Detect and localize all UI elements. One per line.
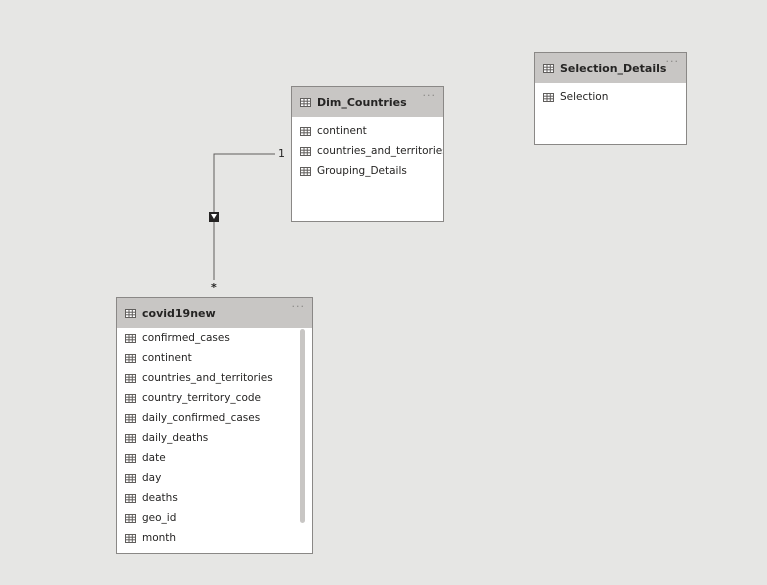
- table-header[interactable]: Selection_Details ···: [535, 53, 686, 83]
- column-icon: [125, 534, 136, 543]
- field-label: country_territory_code: [142, 392, 261, 404]
- ellipsis-icon[interactable]: ···: [291, 300, 305, 313]
- table-selection-details[interactable]: Selection_Details ··· Selection: [534, 52, 687, 145]
- column-icon: [125, 354, 136, 363]
- table-icon: [543, 64, 554, 73]
- column-icon: [125, 414, 136, 423]
- field-item[interactable]: continent: [292, 121, 443, 141]
- field-label: continent: [317, 125, 367, 137]
- ellipsis-icon[interactable]: ···: [665, 55, 679, 68]
- table-icon: [300, 98, 311, 107]
- field-item[interactable]: Selection: [535, 87, 686, 107]
- field-item[interactable]: Grouping_Details: [292, 161, 443, 181]
- field-label: deaths: [142, 492, 178, 504]
- field-label: countries_and_territories: [317, 145, 444, 157]
- table-title: Dim_Countries: [317, 95, 407, 109]
- field-list: Selection: [535, 83, 686, 107]
- field-item[interactable]: day: [117, 468, 312, 488]
- field-list: continent countries_and_territories Grou…: [292, 117, 443, 181]
- column-icon: [125, 454, 136, 463]
- table-title: covid19new: [142, 306, 216, 320]
- table-header[interactable]: Dim_Countries ···: [292, 87, 443, 117]
- ellipsis-icon[interactable]: ···: [422, 89, 436, 102]
- column-icon: [125, 434, 136, 443]
- one-side-label: 1: [278, 147, 285, 160]
- table-covid19new[interactable]: covid19new ··· confirmed_cases continent…: [116, 297, 313, 554]
- column-icon: [543, 93, 554, 102]
- field-label: month: [142, 532, 177, 544]
- field-label: confirmed_cases: [142, 332, 230, 344]
- column-icon: [125, 334, 136, 343]
- field-item[interactable]: deaths: [117, 488, 312, 508]
- table-title: Selection_Details: [560, 61, 667, 75]
- many-side-label: *: [211, 281, 217, 294]
- column-icon: [300, 127, 311, 136]
- table-dim-countries[interactable]: Dim_Countries ··· continent countries_an…: [291, 86, 444, 222]
- column-icon: [125, 474, 136, 483]
- field-item[interactable]: daily_confirmed_cases: [117, 408, 312, 428]
- field-item[interactable]: country_territory_code: [117, 388, 312, 408]
- column-icon: [125, 494, 136, 503]
- column-icon: [125, 514, 136, 523]
- field-item[interactable]: month: [117, 528, 312, 548]
- field-label: countries_and_territories: [142, 372, 273, 384]
- field-item[interactable]: geo_id: [117, 508, 312, 528]
- column-icon: [125, 394, 136, 403]
- field-label: geo_id: [142, 512, 177, 524]
- field-item[interactable]: countries_and_territories: [292, 141, 443, 161]
- field-label: date: [142, 452, 166, 464]
- field-label: Selection: [560, 91, 609, 103]
- column-icon: [300, 147, 311, 156]
- column-icon: [300, 167, 311, 176]
- column-icon: [125, 374, 136, 383]
- table-header[interactable]: covid19new ···: [117, 298, 312, 328]
- field-item[interactable]: continent: [117, 348, 312, 368]
- table-icon: [125, 309, 136, 318]
- field-item[interactable]: daily_deaths: [117, 428, 312, 448]
- field-label: Grouping_Details: [317, 165, 407, 177]
- field-item[interactable]: countries_and_territories: [117, 368, 312, 388]
- down-triangle-icon: [209, 212, 219, 222]
- vertical-scrollbar[interactable]: [300, 329, 305, 523]
- field-item[interactable]: confirmed_cases: [117, 328, 312, 348]
- field-label: continent: [142, 352, 192, 364]
- field-label: daily_deaths: [142, 432, 209, 444]
- field-label: daily_confirmed_cases: [142, 412, 261, 424]
- field-item[interactable]: date: [117, 448, 312, 468]
- field-label: day: [142, 472, 162, 484]
- field-list: confirmed_cases continent countries_and_…: [117, 328, 312, 548]
